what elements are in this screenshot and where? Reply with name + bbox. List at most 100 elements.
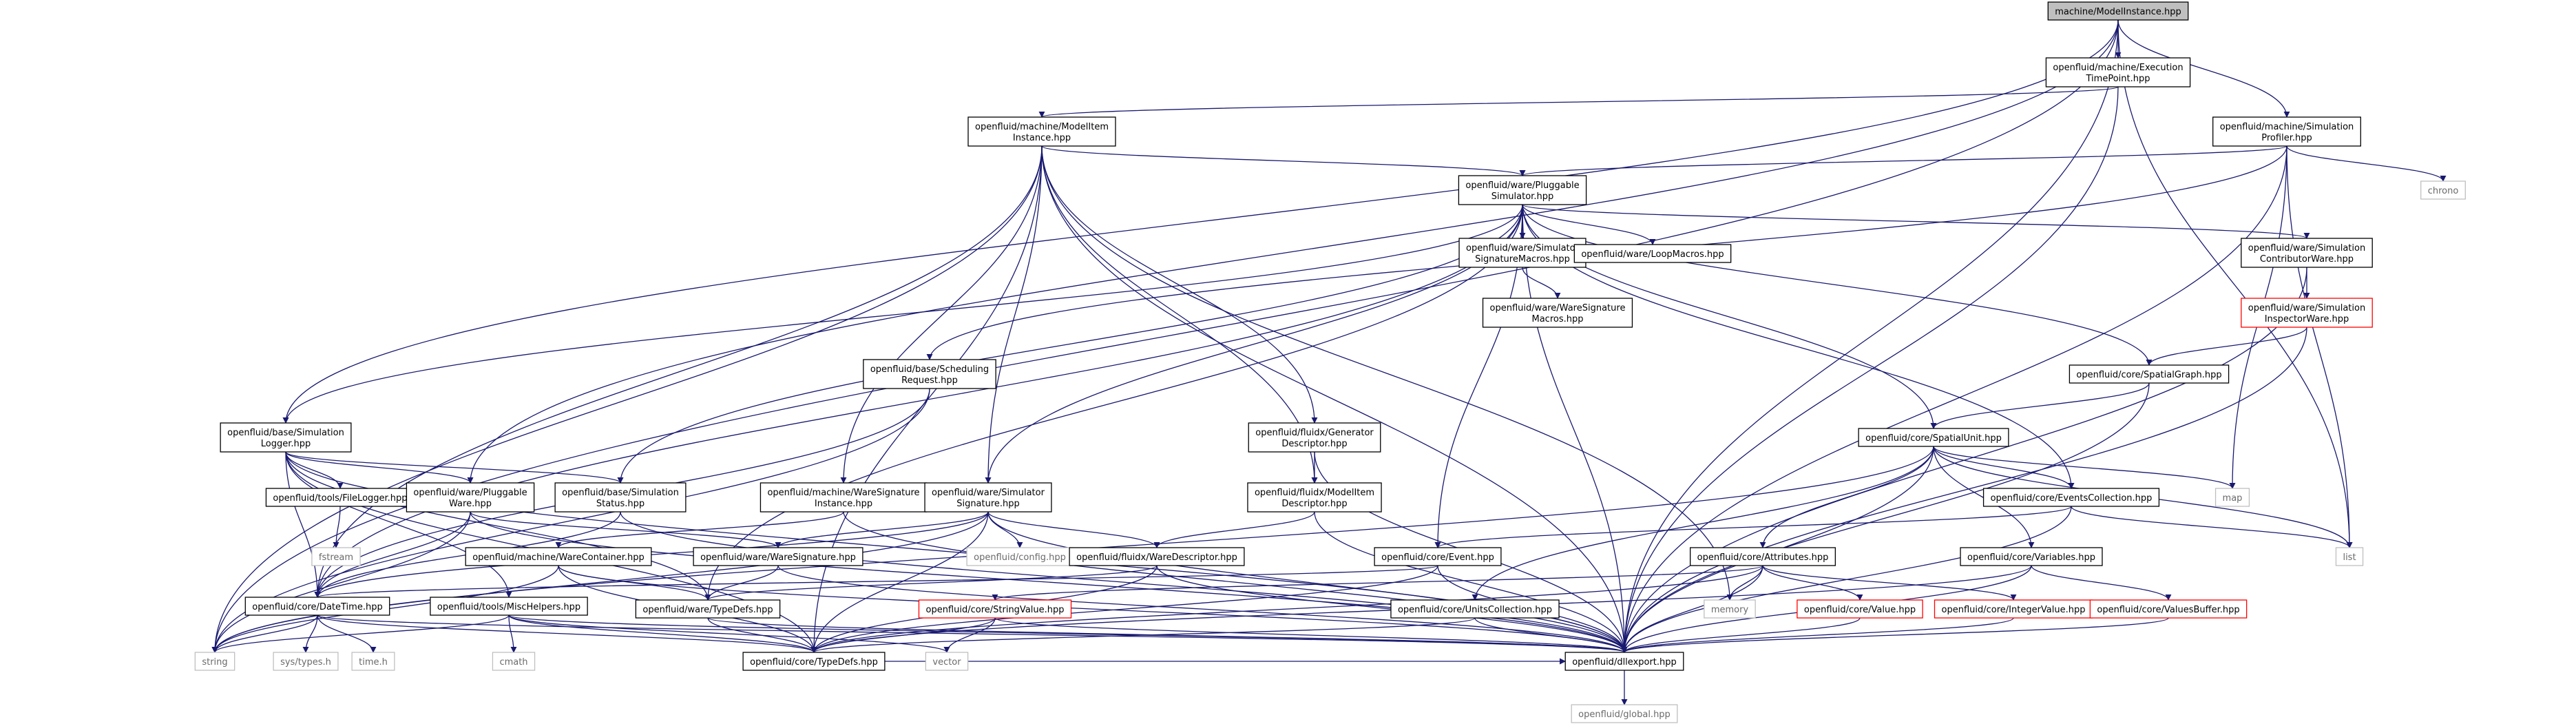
node-spunit[interactable]: openfluid/core/SpatialUnit.hpp — [1858, 428, 2009, 447]
node-root[interactable]: machine/ModelInstance.hpp — [2047, 1, 2189, 21]
node-simsigmacros[interactable]: openfluid/ware/SimulatorSignatureMacros.… — [1458, 238, 1587, 268]
node-unitscoll[interactable]: openfluid/core/UnitsCollection.hpp — [1390, 599, 1560, 619]
node-fstream[interactable]: fstream — [311, 547, 361, 566]
edge-mii-to-simsig — [985, 145, 1043, 484]
node-map[interactable]: map — [2214, 488, 2250, 507]
node-box — [967, 116, 1116, 147]
node-vector[interactable]: vector — [925, 652, 969, 671]
node-value[interactable]: openfluid/core/Value.hpp — [1797, 599, 1923, 619]
node-list[interactable]: list — [2335, 547, 2364, 566]
edge-simsigmacros-to-waresigmacros — [1522, 267, 1561, 299]
edge-valbuf-to-dllexport — [1621, 617, 2169, 653]
node-box — [492, 652, 536, 671]
node-cmath[interactable]: cmath — [492, 652, 536, 671]
node-label: openfluid/global.hpp — [1578, 710, 1671, 720]
node-mischelpers[interactable]: openfluid/tools/MiscHelpers.hpp — [430, 597, 588, 616]
node-event[interactable]: openfluid/core/Event.hpp — [1374, 547, 1502, 566]
node-variables[interactable]: openfluid/core/Variables.hpp — [1960, 547, 2103, 566]
edge-value-to-dllexport — [1621, 617, 1861, 653]
node-box — [966, 547, 1074, 566]
node-attrs[interactable]: openfluid/core/Attributes.hpp — [1689, 547, 1836, 566]
node-inspware[interactable]: openfluid/ware/SimulationInspectorWare.h… — [2241, 298, 2373, 328]
edge-mii-to-string — [211, 145, 1043, 653]
node-label: chrono — [2428, 186, 2459, 196]
node-waresiginst[interactable]: openfluid/machine/WareSignatureInstance.… — [760, 482, 928, 513]
edge-root-to-simprof — [2117, 19, 2290, 118]
edge-simsig-to-waredesc — [987, 511, 1160, 548]
node-label: time.h — [359, 657, 388, 668]
node-label: Descriptor.hpp — [1281, 499, 1347, 509]
node-label: openfluid/fluidx/WareDescriptor.hpp — [1076, 552, 1237, 563]
node-box — [1247, 482, 1382, 513]
node-global[interactable]: openfluid/global.hpp — [1571, 704, 1678, 723]
edge-simprof-to-plugsim — [1519, 145, 2287, 176]
node-waresig[interactable]: openfluid/ware/WareSignature.hpp — [693, 547, 863, 566]
node-label: Instance.hpp — [815, 499, 872, 509]
edge-simsig-to-datetime — [314, 511, 989, 598]
node-box — [1797, 599, 1923, 619]
node-datetime[interactable]: openfluid/core/DateTime.hpp — [244, 597, 390, 616]
node-timeh[interactable]: time.h — [351, 652, 395, 671]
node-label: openfluid/core/TypeDefs.hpp — [750, 657, 878, 668]
node-label: openfluid/core/DateTime.hpp — [252, 602, 382, 612]
edge-mischelpers-to-coretypedefs — [508, 614, 817, 653]
node-filelogger[interactable]: openfluid/tools/FileLogger.hpp — [265, 488, 415, 507]
edge-mii-to-gendesc — [1041, 145, 1318, 424]
edge-plugsim-to-spgraph — [1522, 204, 2153, 366]
edge-plugsim-to-simlogger — [282, 204, 1523, 424]
edges-layer — [211, 19, 2447, 705]
edge-simlogger-to-datetime — [285, 451, 321, 598]
edge-plugsim-to-contribware — [1522, 204, 2310, 239]
node-strvalue[interactable]: openfluid/core/StringValue.hpp — [918, 599, 1072, 619]
edge-mii-to-plugsim — [1041, 145, 1526, 176]
node-box — [430, 597, 588, 616]
node-contribware[interactable]: openfluid/ware/SimulationContributorWare… — [2241, 238, 2373, 268]
node-label: openfluid/dllexport.hpp — [1572, 657, 1677, 668]
node-evcoll[interactable]: openfluid/core/EventsCollection.hpp — [1982, 488, 2160, 507]
edge-plugware-to-datetime — [314, 511, 471, 598]
edge-root-to-list — [2117, 19, 2353, 548]
node-chrono[interactable]: chrono — [2420, 180, 2466, 200]
node-valbuf[interactable]: openfluid/core/ValuesBuffer.hpp — [2089, 599, 2248, 619]
edge-simprof-to-dllexport — [1621, 145, 2287, 653]
node-loopmacros[interactable]: openfluid/ware/LoopMacros.hpp — [1573, 244, 1732, 263]
node-label: openfluid/fluidx/ModelItem — [1255, 488, 1374, 498]
edge-datetime-to-timeh — [317, 614, 377, 653]
node-label: Ware.hpp — [449, 499, 492, 509]
node-intvalue[interactable]: openfluid/core/IntegerValue.hpp — [1934, 599, 2093, 619]
node-dllexport[interactable]: openfluid/dllexport.hpp — [1564, 652, 1684, 671]
node-memory[interactable]: memory — [1704, 599, 1756, 619]
node-spgraph[interactable]: openfluid/core/SpatialGraph.hpp — [2069, 364, 2230, 384]
node-box — [194, 652, 235, 671]
node-box — [1564, 652, 1684, 671]
edge-mii-to-dllexport — [1041, 145, 1628, 653]
node-systypes[interactable]: sys/types.h — [273, 652, 339, 671]
node-label: sys/types.h — [280, 657, 331, 668]
node-label: openfluid/core/Value.hpp — [1804, 605, 1916, 615]
edge-evcoll-to-list — [2071, 506, 2353, 548]
node-string[interactable]: string — [194, 652, 235, 671]
node-waretypedefs[interactable]: openfluid/ware/TypeDefs.hpp — [635, 599, 781, 619]
edge-datetime-to-dllexport — [317, 614, 1627, 653]
node-warecont[interactable]: openfluid/machine/WareContainer.hpp — [465, 547, 652, 566]
node-label: openfluid/core/EventsCollection.hpp — [1991, 493, 2153, 504]
node-label: openfluid/config.hpp — [974, 552, 1066, 563]
edge-root-to-string — [211, 19, 2119, 653]
node-box — [265, 488, 415, 507]
node-waredesc[interactable]: openfluid/fluidx/WareDescriptor.hpp — [1069, 547, 1245, 566]
node-box — [1069, 547, 1245, 566]
node-config[interactable]: openfluid/config.hpp — [966, 547, 1074, 566]
node-coretypedefs[interactable]: openfluid/core/TypeDefs.hpp — [742, 652, 886, 671]
